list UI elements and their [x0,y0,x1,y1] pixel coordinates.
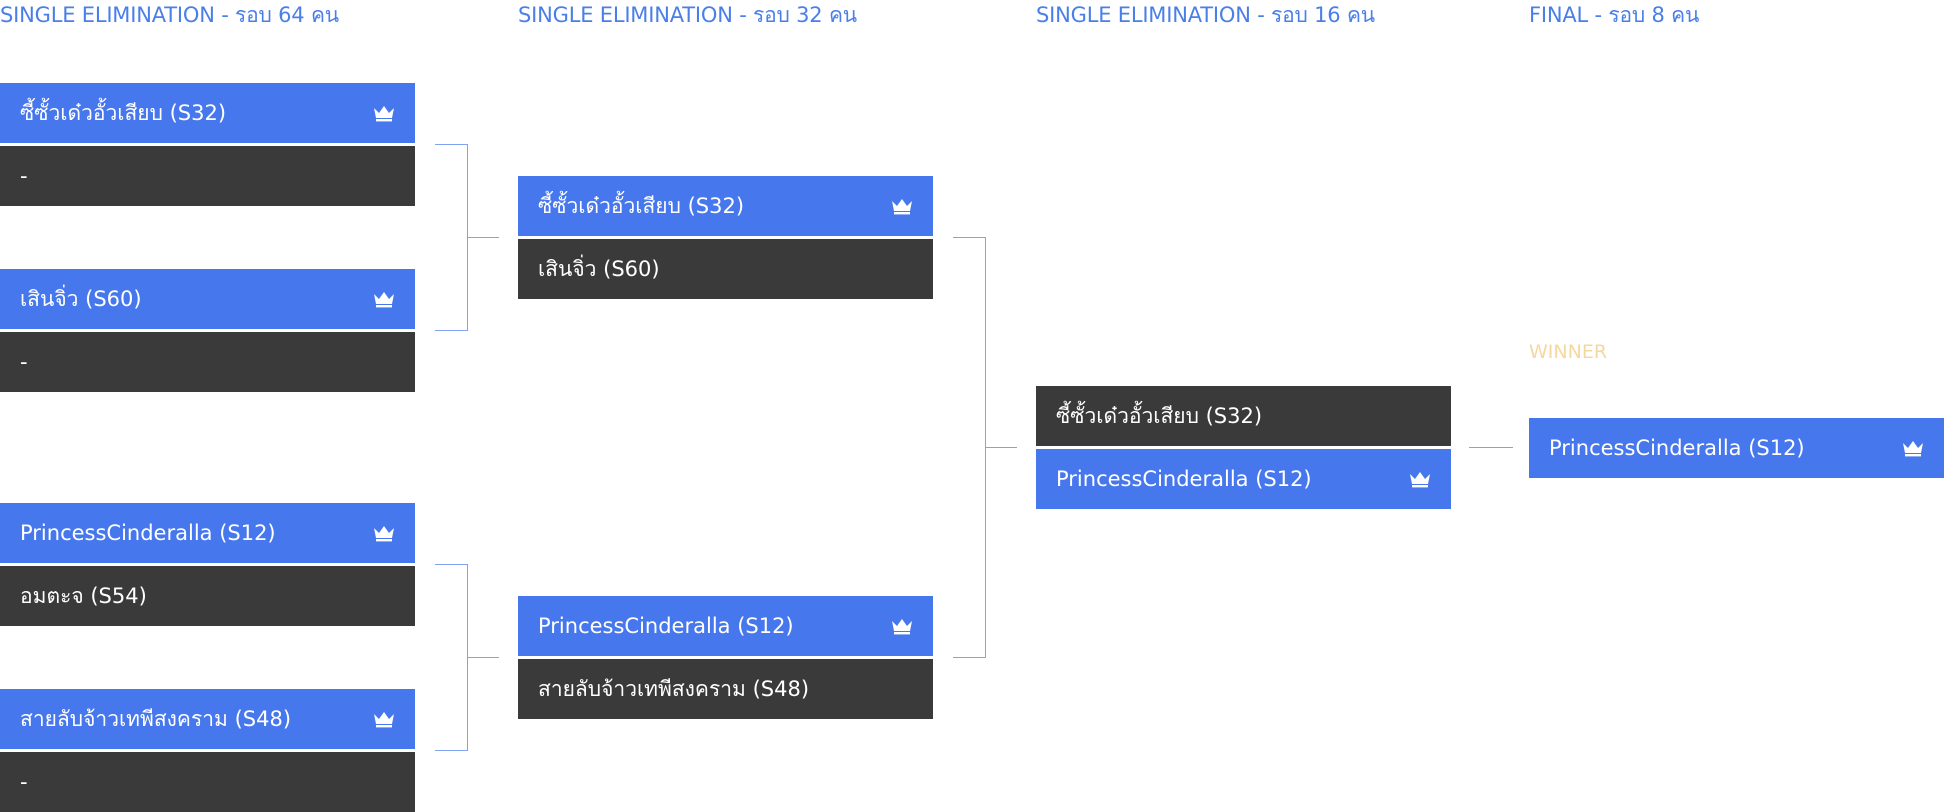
final-winner[interactable]: PrincessCinderalla (S12) [1529,418,1944,478]
connector [953,657,985,658]
r1-match4-player2[interactable]: - [0,752,415,812]
player-name: ซี้ซั้วเด๋วอั้วเสียบ (S32) [1056,403,1263,428]
r1-match3-player1[interactable]: PrincessCinderalla (S12) [0,503,415,563]
crown-icon [1902,439,1924,457]
connector [435,564,467,565]
player-name: - [20,350,28,374]
r3-match1-player2[interactable]: PrincessCinderalla (S12) [1036,449,1451,509]
r1-match3-player2[interactable]: อมตะจ (S54) [0,566,415,626]
connector [985,447,1017,448]
player-name: สายลับจ้าวเทพีสงคราม (S48) [538,676,810,701]
crown-icon [373,710,395,728]
r2-match2-player1[interactable]: PrincessCinderalla (S12) [518,596,933,656]
player-name: PrincessCinderalla (S12) [1549,436,1805,460]
player-name: - [20,770,28,794]
r1-match2-player1[interactable]: เสินจิ่ว (S60) [0,269,415,329]
crown-icon [373,104,395,122]
player-name: เสินจิ่ว (S60) [20,286,142,311]
player-name: อมตะจ (S54) [20,583,147,608]
player-name: PrincessCinderalla (S12) [538,614,794,638]
player-name: สายลับจ้าวเทพีสงคราม (S48) [20,706,292,731]
r2-match1-player1[interactable]: ซี้ซั้วเด๋วอั้วเสียบ (S32) [518,176,933,236]
connector [1469,447,1513,448]
r2-match2-player2[interactable]: สายลับจ้าวเทพีสงคราม (S48) [518,659,933,719]
connector [435,750,467,751]
r2-match1-player2[interactable]: เสินจิ่ว (S60) [518,239,933,299]
round-title-final: FINAL - รอบ 8 คน [1529,3,1700,27]
connector [467,237,499,238]
crown-icon [1409,470,1431,488]
r1-match1-player2[interactable]: - [0,146,415,206]
round-title-16: SINGLE ELIMINATION - รอบ 16 คน [1036,3,1375,27]
r1-match4-player1[interactable]: สายลับจ้าวเทพีสงคราม (S48) [0,689,415,749]
winner-label: WINNER [1529,341,1608,363]
player-name: - [20,164,28,188]
crown-icon [891,197,913,215]
r1-match2-player2[interactable]: - [0,332,415,392]
player-name: ซี้ซั้วเด๋วอั้วเสียบ (S32) [538,193,745,218]
connector [953,237,985,238]
player-name: PrincessCinderalla (S12) [1056,467,1312,491]
player-name: เสินจิ่ว (S60) [538,256,660,281]
crown-icon [373,524,395,542]
player-name: ซี้ซั้วเด๋วอั้วเสียบ (S32) [20,100,227,125]
crown-icon [373,290,395,308]
connector [435,330,467,331]
connector [435,144,467,145]
player-name: PrincessCinderalla (S12) [20,521,276,545]
connector [467,657,499,658]
round-title-32: SINGLE ELIMINATION - รอบ 32 คน [518,3,857,27]
r3-match1-player1[interactable]: ซี้ซั้วเด๋วอั้วเสียบ (S32) [1036,386,1451,446]
crown-icon [891,617,913,635]
round-title-64: SINGLE ELIMINATION - รอบ 64 คน [0,3,339,27]
r1-match1-player1[interactable]: ซี้ซั้วเด๋วอั้วเสียบ (S32) [0,83,415,143]
